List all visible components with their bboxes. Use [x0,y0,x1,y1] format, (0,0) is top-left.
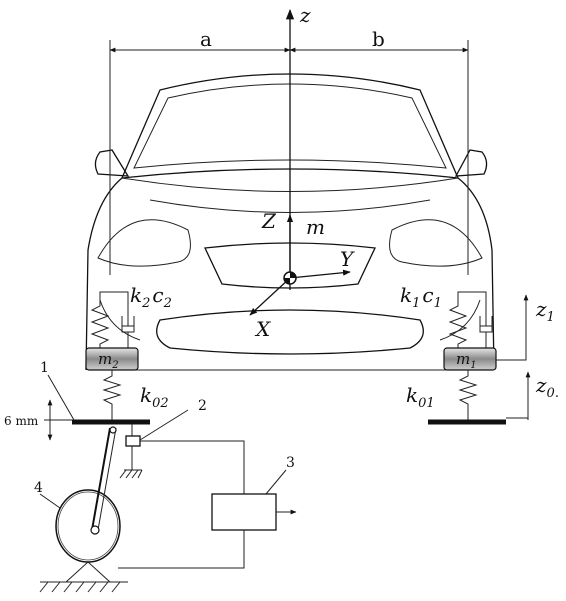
dimension-lines [109,40,469,275]
item-3-label: 3 [286,455,295,471]
z-axis-label: z [299,3,311,27]
Y-label: Y [340,247,355,271]
Z-label: Z [261,209,277,233]
m2-label: m2 [98,350,119,371]
center-of-mass [249,214,351,316]
m1-label: m1 [456,350,477,371]
right-suspension [428,291,531,425]
stroke-6mm-label: 6 mm [4,414,39,428]
z1-label: z1 [535,297,555,325]
dimension-b-label: b [372,27,385,51]
X-label: X [254,317,271,341]
item-2-label: 2 [198,398,207,414]
car-body [85,73,495,371]
left-suspension [72,291,150,425]
exciter-mechanism [39,374,297,593]
dimension-a-label: a [200,27,212,51]
item-4-label: 4 [34,480,43,496]
mass-m-label: m [306,215,325,239]
k02-label: k02 [140,383,169,411]
z01-label: z0. [535,373,559,401]
item-1-label: 1 [40,360,49,376]
k01-label: k01 [406,383,435,411]
